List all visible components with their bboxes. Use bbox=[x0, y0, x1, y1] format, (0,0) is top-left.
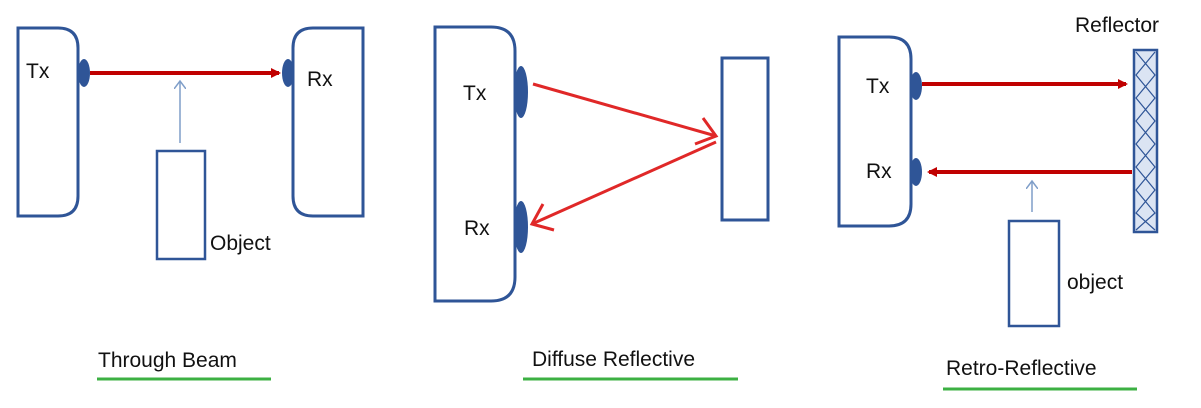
retro-rx-label: Rx bbox=[866, 160, 892, 183]
retro-reflector-panel bbox=[1132, 48, 1159, 234]
through-beam-receiver-body bbox=[291, 26, 365, 218]
diffuse-reflective-panel: Tx Rx Diffuse Reflective bbox=[433, 25, 770, 381]
retro-emitter-lens bbox=[910, 72, 922, 100]
through-beam-rx-label: Rx bbox=[307, 68, 333, 91]
retro-reflective-panel: Tx Rx Reflector object Retro-Reflective bbox=[837, 14, 1159, 391]
through-beam-transmitter-body bbox=[16, 26, 80, 218]
diffuse-reflected-beam bbox=[531, 140, 717, 226]
diffuse-emitted-beam-arrowhead bbox=[694, 117, 719, 146]
retro-reflector-label: Reflector bbox=[1075, 14, 1159, 37]
diffuse-target-object bbox=[720, 56, 770, 222]
diffuse-tx-label: Tx bbox=[463, 82, 487, 105]
through-beam-object bbox=[155, 149, 207, 261]
diffuse-rx-label: Rx bbox=[464, 217, 490, 240]
through-beam-panel: Tx Rx Object Through Beam bbox=[16, 26, 365, 381]
retro-object bbox=[1007, 219, 1061, 328]
diffuse-reflected-beam-arrowhead bbox=[529, 203, 555, 232]
retro-object-label: object bbox=[1067, 271, 1123, 294]
retro-receiver-lens bbox=[910, 158, 922, 186]
through-beam-caption: Through Beam bbox=[98, 349, 237, 372]
retro-tx-label: Tx bbox=[866, 75, 890, 98]
retro-caption: Retro-Reflective bbox=[946, 357, 1097, 380]
diffuse-sensor-body bbox=[433, 25, 517, 303]
retro-reflector-zigzag bbox=[1135, 51, 1156, 231]
diffuse-emitted-beam bbox=[532, 82, 717, 138]
retro-reflector-zigzag-mirror bbox=[1135, 51, 1156, 231]
through-beam-receiver-lens bbox=[282, 59, 294, 87]
diffuse-caption: Diffuse Reflective bbox=[532, 348, 695, 371]
retro-sensor-body bbox=[837, 35, 913, 228]
retro-reflector bbox=[1132, 48, 1159, 234]
through-beam-object-label: Object bbox=[210, 232, 271, 255]
through-beam-emitter-lens bbox=[78, 59, 90, 87]
diffuse-emitter-lens bbox=[514, 66, 528, 118]
through-beam-tx-label: Tx bbox=[26, 60, 50, 83]
diffuse-receiver-lens bbox=[514, 201, 528, 253]
